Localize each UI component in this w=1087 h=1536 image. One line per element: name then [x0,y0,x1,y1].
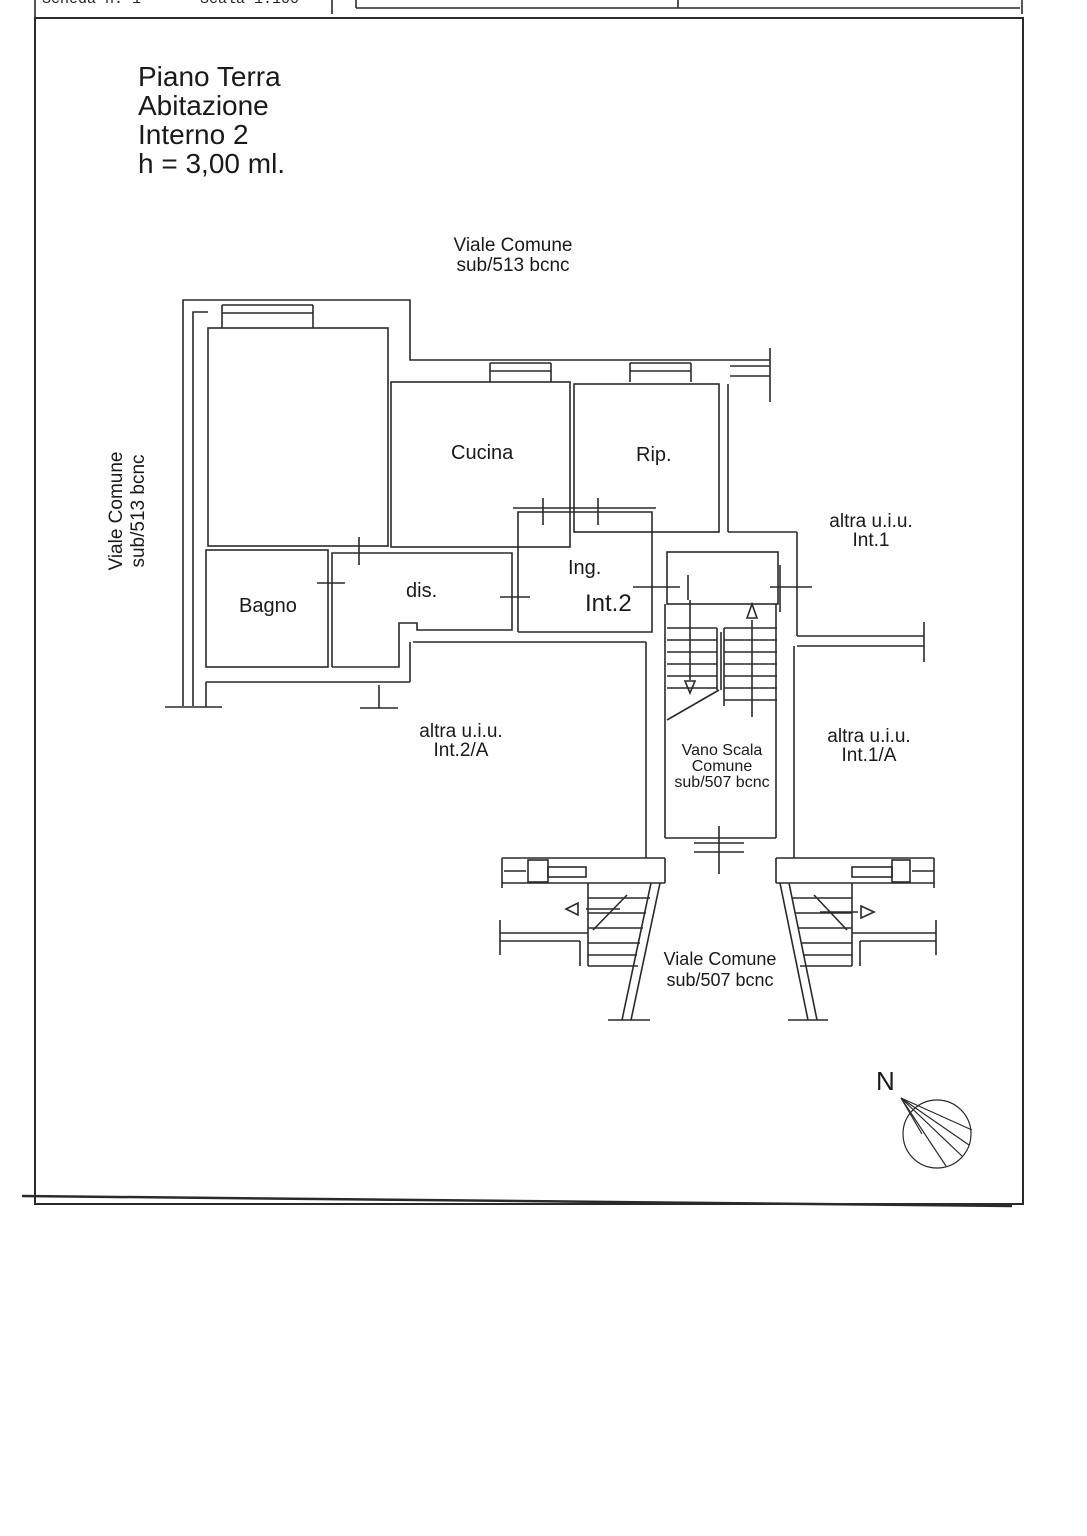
vano-scala-label: Vano Scala Comune sub/507 bcnc [662,743,782,791]
room-label-bagno: Bagno [239,595,297,617]
viale-left-line2: sub/513 bcnc [128,454,149,568]
north-label: N [876,1066,895,1096]
scheda-label: Scheda n. 1 [42,0,141,8]
vano-line2: Comune [691,758,753,775]
sheet-border [34,17,1024,1205]
scala-label: Scala 1:100 [200,0,299,8]
north-arrow-icon [900,1097,973,1169]
unit-label-int2: Int.2 [585,590,632,617]
room-label-cucina: Cucina [451,442,514,464]
outer-walls [165,299,771,709]
door-marks [317,498,812,612]
plan-title-block: Piano Terra Abitazione Interno 2 h = 3,0… [138,62,285,178]
viale-left-label: Viale Comune sub/513 bcnc [106,438,150,584]
staircase [664,551,779,874]
altra-int2a-line2: Int.2/A [433,740,489,761]
vano-line3: sub/507 bcnc [674,774,770,791]
floor-title: Piano Terra [138,61,281,92]
header-strip [34,0,1023,18]
altra-uiu-int1a-label: altra u.i.u. Int.1/A [814,727,924,765]
entrance-walls [499,857,937,1021]
altra-int1a-line2: Int.1/A [841,745,897,766]
unit-number: Interno 2 [138,119,249,150]
viale-bottom-line2: sub/507 bcnc [666,970,774,990]
viale-bottom-label: Viale Comune sub/507 bcnc [652,949,788,991]
altra-int2a-line1: altra u.i.u. [419,721,503,742]
viale-top-line2: sub/513 bcnc [456,255,570,276]
altra-uiu-int1-label: altra u.i.u. Int.1 [816,512,926,550]
altra-int1a-line1: altra u.i.u. [827,726,911,747]
ceiling-height: h = 3,00 ml. [138,148,286,179]
room-label-dis: dis. [406,580,438,602]
unit-type: Abitazione [138,90,269,121]
altra-uiu-int2a-label: altra u.i.u. Int.2/A [406,722,516,760]
room-label-rip: Rip. [636,444,672,466]
vano-line1: Vano Scala [681,742,763,759]
viale-bottom-line1: Viale Comune [663,949,777,969]
viale-left-line1: Viale Comune [106,451,127,571]
room-walls [205,327,925,858]
altra-int1-line1: altra u.i.u. [829,511,913,532]
viale-top-line1: Viale Comune [453,235,573,256]
altra-int1-line2: Int.1 [852,530,890,551]
viale-top-label: Viale Comune sub/513 bcnc [440,236,586,276]
room-label-ing: Ing. [568,557,602,579]
